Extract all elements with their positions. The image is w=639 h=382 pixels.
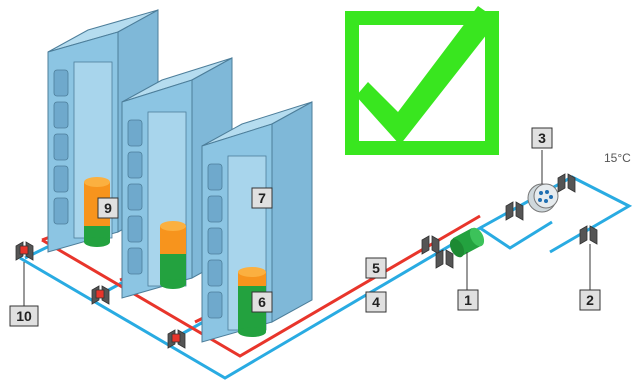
chiller-icon	[527, 183, 559, 213]
valve-icon	[505, 201, 524, 221]
svg-text:4: 4	[372, 294, 380, 310]
temperature-label: 15°C	[604, 151, 631, 165]
label-5: 5	[365, 257, 387, 279]
valve-icon	[15, 241, 34, 261]
label-2: 2	[579, 289, 601, 311]
valve-icon	[435, 249, 454, 269]
leader-lines	[23, 150, 591, 306]
svg-text:3: 3	[538, 130, 546, 146]
svg-text:1: 1	[464, 292, 472, 308]
valve-icon	[579, 225, 598, 245]
valve-icon	[91, 285, 110, 305]
svg-text:7: 7	[258, 190, 266, 206]
checkmark-icon	[345, 6, 499, 155]
label-7: 7	[251, 187, 273, 209]
svg-text:2: 2	[586, 292, 594, 308]
valve-icon	[557, 173, 576, 193]
svg-text:10: 10	[16, 308, 32, 324]
label-3: 3	[531, 127, 553, 149]
label-9: 9	[97, 197, 119, 219]
label-1: 1	[457, 289, 479, 311]
pump-icon	[449, 227, 485, 258]
svg-text:5: 5	[372, 260, 380, 276]
label-6: 6	[251, 291, 273, 313]
cylinder-9	[84, 177, 110, 247]
svg-text:6: 6	[258, 294, 266, 310]
label-10: 10	[9, 305, 39, 327]
label-4: 4	[365, 291, 387, 313]
svg-text:9: 9	[104, 200, 112, 216]
valve-icon	[167, 329, 186, 349]
cylinder-middle	[160, 221, 186, 289]
